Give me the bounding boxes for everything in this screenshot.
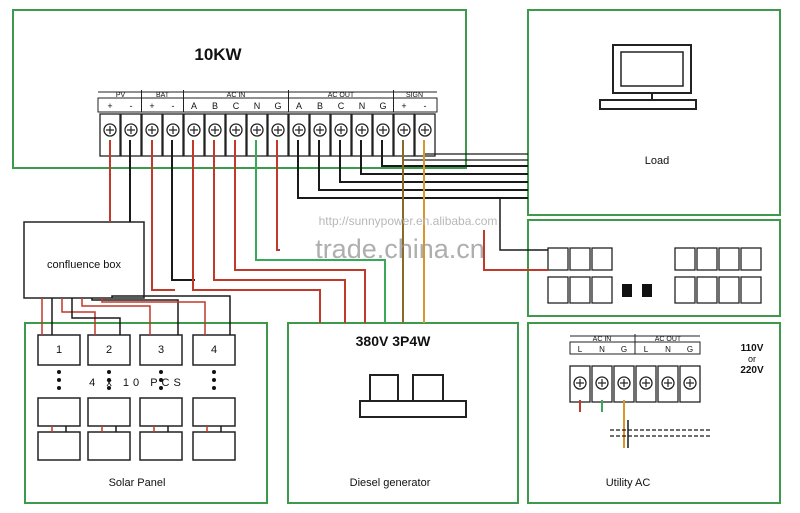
utility-box <box>527 322 781 504</box>
inverter-terminal-header <box>97 91 438 113</box>
screw-terminal <box>683 376 697 390</box>
inverter-terminal-label: - <box>424 101 427 111</box>
screw-terminal <box>418 123 432 137</box>
load-label: Load <box>645 155 669 167</box>
inverter-terminal-label: + <box>149 101 154 111</box>
inverter-group-label: AC IN <box>227 92 246 99</box>
solar-panel-array: 1 2 3 4 <box>37 334 236 461</box>
voltage-line: 110V <box>741 343 764 354</box>
inverter-terminal-label: A <box>191 101 197 111</box>
inverter-title: 10KW <box>194 45 242 64</box>
inverter-box <box>12 9 467 169</box>
voltage-line: 220V <box>740 365 764 376</box>
panel-string: 1 <box>37 334 81 461</box>
utility-ac-label: Utility AC <box>606 477 651 489</box>
watermark-brand: trade.china.cn <box>315 234 485 264</box>
inverter-terminal-label: + <box>107 101 112 111</box>
inverter-group-label: PV <box>116 92 126 99</box>
screw-terminal <box>292 123 306 137</box>
inverter-terminal-label: N <box>359 101 366 111</box>
screw-terminal <box>661 376 675 390</box>
screw-terminal <box>229 123 243 137</box>
screw-terminal <box>617 376 631 390</box>
generator-label: Diesel generator <box>350 477 431 489</box>
inverter-terminal-label: B <box>317 101 323 111</box>
watermark-url: http://sunnypower.en.alibaba.com <box>319 214 498 228</box>
utility-group-label: AC OUT <box>655 336 682 343</box>
screw-terminal <box>208 123 222 137</box>
ac-out-wires <box>297 140 548 271</box>
computer-monitor-icon <box>599 44 697 110</box>
generator-icon <box>359 374 467 418</box>
utility-wires <box>579 400 710 448</box>
inverter-terminal-label: B <box>212 101 218 111</box>
panel-string: 4 <box>192 334 236 461</box>
screw-terminal <box>313 123 327 137</box>
inverter-group-labels: PV BAT AC IN AC OUT SIGN <box>116 90 423 112</box>
screw-terminal <box>187 123 201 137</box>
utility-group-labels: AC IN AC OUT <box>593 334 682 354</box>
screw-terminal <box>103 123 117 137</box>
dc-and-ac-in-wires <box>109 140 425 323</box>
panel-count-label: 4 x 10 PCS <box>89 377 185 389</box>
panel-number: 3 <box>158 344 164 356</box>
screw-terminal <box>250 123 264 137</box>
screw-terminal <box>573 376 587 390</box>
screw-terminal <box>145 123 159 137</box>
inverter-terminal-label: C <box>233 101 240 111</box>
inverter-terminal-label: - <box>172 101 175 111</box>
panel-number: 1 <box>56 344 62 356</box>
panel-number: 2 <box>106 344 112 356</box>
inverter-terminal-label: C <box>338 101 345 111</box>
panel-number: 4 <box>211 344 217 356</box>
screw-terminal <box>595 376 609 390</box>
utility-screw-terminals <box>569 365 701 403</box>
screw-terminal <box>355 123 369 137</box>
screw-terminal <box>271 123 285 137</box>
load-breaker-box <box>527 219 781 317</box>
panel-string: 3 <box>139 334 183 461</box>
inverter-terminal-label: + <box>401 101 406 111</box>
inverter-group-label: AC OUT <box>328 92 355 99</box>
confluence-box <box>23 221 145 299</box>
breaker-indicator <box>642 284 652 297</box>
inverter-screw-terminals <box>99 113 436 157</box>
inverter-terminal-labels: + - + - A B C N G A B C N G + - <box>107 101 426 111</box>
screw-terminal <box>124 123 138 137</box>
inverter-terminal-label: - <box>130 101 133 111</box>
utility-group-label: AC IN <box>593 336 612 343</box>
confluence-box-label: confluence box <box>47 259 121 271</box>
inverter-group-label: BAT <box>156 92 170 99</box>
utility-terminal-label: N <box>665 345 671 354</box>
screw-terminal <box>639 376 653 390</box>
screw-terminal <box>376 123 390 137</box>
utility-terminal-label: L <box>578 345 583 354</box>
inverter-terminal-label: A <box>296 101 302 111</box>
load-box <box>527 9 781 216</box>
solar-panel-box <box>24 322 268 504</box>
inverter-terminal-label: G <box>274 101 281 111</box>
utility-terminal-label: L <box>644 345 649 354</box>
inverter-terminal-label: G <box>379 101 386 111</box>
screw-terminal <box>334 123 348 137</box>
panel-string: 2 <box>87 334 131 461</box>
load-breaker-blocks <box>547 247 762 304</box>
breaker-indicator <box>622 284 632 297</box>
screw-terminal <box>397 123 411 137</box>
utility-terminal-label: N <box>599 345 605 354</box>
inverter-group-label: SIGN <box>406 92 423 99</box>
screw-terminal <box>166 123 180 137</box>
confluence-to-panel-wires <box>41 295 231 335</box>
generator-title: 380V 3P4W <box>356 333 431 349</box>
utility-terminal-label: G <box>687 345 693 354</box>
solar-panel-label: Solar Panel <box>109 477 166 489</box>
inverter-terminal-label: N <box>254 101 261 111</box>
utility-terminal-label: G <box>621 345 627 354</box>
voltage-line: or <box>748 354 756 364</box>
